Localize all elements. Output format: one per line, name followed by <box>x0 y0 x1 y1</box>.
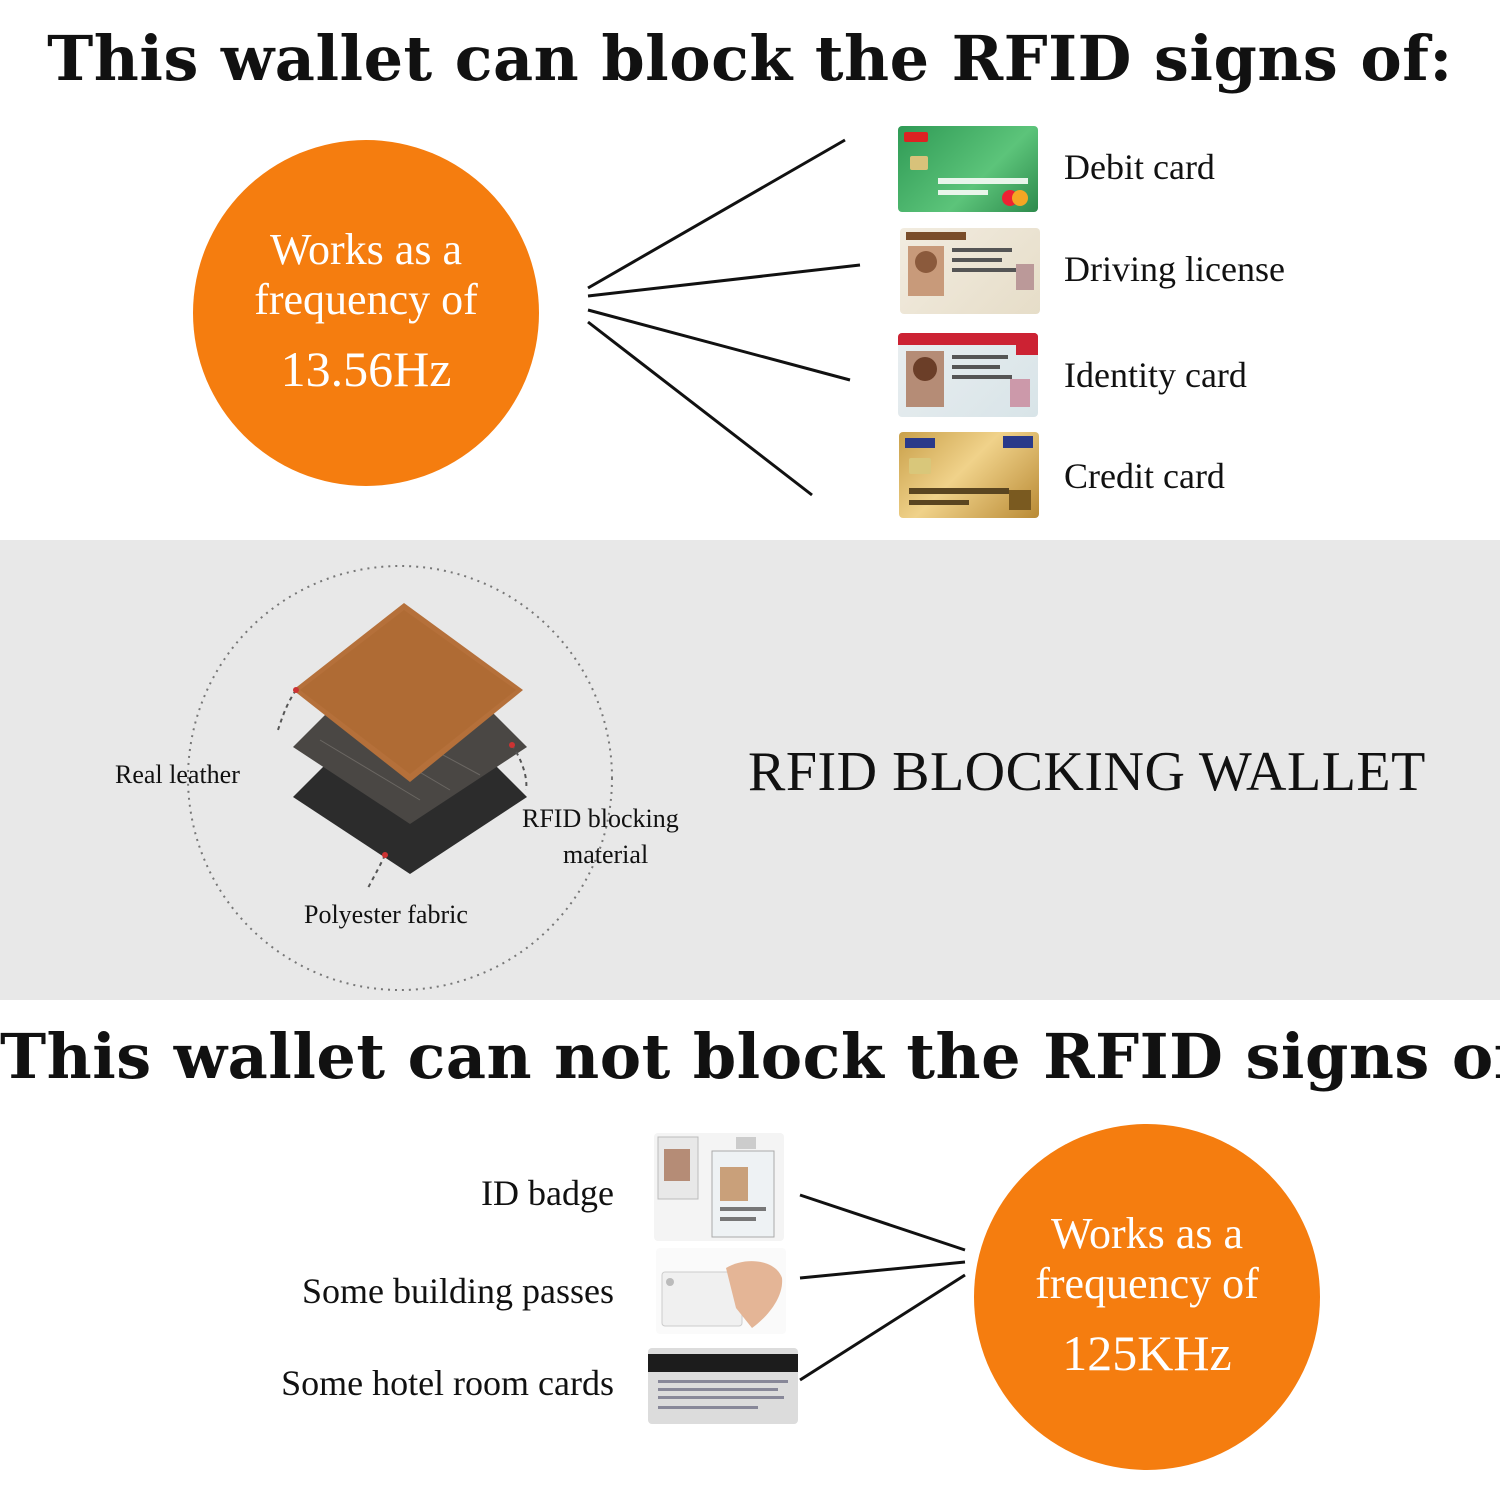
line-to-identity-card <box>587 308 851 382</box>
polyester-label: Polyester fabric <box>304 900 468 929</box>
circle-line2: frequency of <box>1035 1259 1259 1308</box>
building-pass-label: Some building passes <box>302 1271 614 1311</box>
id-badge-label: ID badge <box>481 1173 614 1213</box>
credit-card-image <box>899 432 1039 518</box>
top-headline: This wallet can block the RFID signs of: <box>47 22 1453 95</box>
driving-license-image <box>900 228 1040 314</box>
leather-pointer <box>277 689 297 731</box>
line-to-credit-card <box>587 320 813 497</box>
circle-frequency-value: 13.56Hz <box>280 341 452 397</box>
line-to-hotel-card <box>799 1273 966 1382</box>
hotel-card-image <box>648 1348 798 1424</box>
debit-card-image <box>898 126 1038 212</box>
line-to-id-badge <box>799 1193 966 1252</box>
hotel-card-label: Some hotel room cards <box>281 1363 614 1403</box>
material-band <box>0 540 1500 1000</box>
debit-card-label: Debit card <box>1064 147 1215 187</box>
line-to-driving-license <box>587 263 861 298</box>
identity-card-image <box>898 333 1038 417</box>
frequency-circle-low: Works as a frequency of 125KHz <box>974 1124 1320 1470</box>
building-pass-image <box>656 1248 786 1334</box>
rfid-pointer <box>511 744 528 791</box>
leather-layer <box>293 603 523 782</box>
circle-line1: Works as a <box>1051 1209 1243 1258</box>
rfid-material-label: material <box>563 840 649 869</box>
line-to-building-pass <box>799 1260 966 1280</box>
polyester-pointer <box>367 854 386 889</box>
circle-line1: Works as a <box>270 225 462 274</box>
frequency-circle-high: Works as a frequency of 13.56Hz <box>193 140 539 486</box>
line-to-debit-card <box>587 138 846 290</box>
rfid-wallet-title: RFID BLOCKING WALLET <box>748 741 1426 803</box>
real-leather-label: Real leather <box>115 760 240 789</box>
bottom-headline: This wallet can not block the RFID signs… <box>0 1020 1500 1093</box>
dotted-circle <box>187 565 613 991</box>
driving-license-label: Driving license <box>1064 249 1285 289</box>
credit-card-label: Credit card <box>1064 456 1225 496</box>
circle-line2: frequency of <box>254 275 478 324</box>
circle-frequency-value: 125KHz <box>1062 1325 1232 1381</box>
identity-card-label: Identity card <box>1064 355 1247 395</box>
id-badge-image <box>654 1133 784 1241</box>
rfid-blocking-label: RFID blocking <box>522 804 679 833</box>
